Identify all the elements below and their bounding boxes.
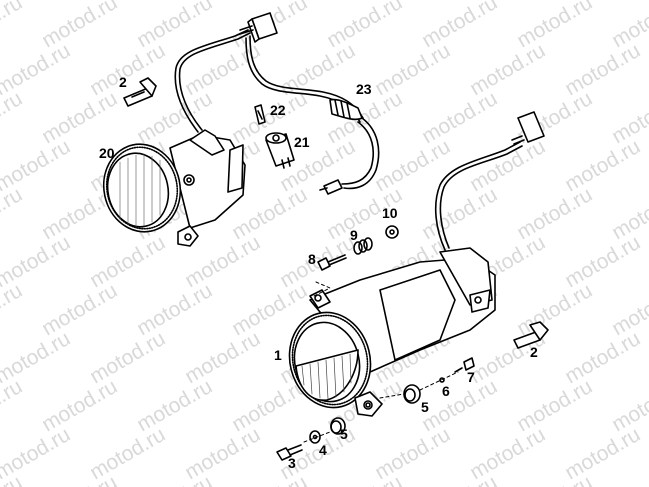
part-label-23: 23 (356, 81, 372, 97)
fog-lamp-left-drawing (102, 129, 246, 247)
bulb-right-drawing (513, 321, 549, 349)
part-label-6: 6 (442, 383, 450, 399)
indicator-bulb-drawing (254, 104, 266, 125)
left-connector (239, 12, 278, 43)
part-label-5-lower: 5 (340, 426, 348, 442)
mounting-hardware-drawing (276, 357, 475, 461)
adjuster-parts-drawing (313, 225, 399, 297)
bulb-left-drawing (123, 77, 157, 107)
bulb-holder-drawing (265, 132, 295, 169)
part-label-8: 8 (308, 251, 316, 267)
part-label-10: 10 (382, 205, 398, 221)
part-label-3: 3 (288, 455, 296, 471)
part-label-20: 20 (99, 145, 115, 161)
part-label-1: 1 (274, 347, 282, 363)
fog-lamp-right-drawing (288, 247, 496, 417)
part-label-2-left: 2 (119, 74, 127, 90)
part-label-21: 21 (294, 134, 310, 150)
right-lamp-cable (434, 111, 545, 251)
part-label-5-upper: 5 (421, 399, 429, 415)
part-label-9: 9 (350, 227, 358, 243)
wiring-harness-23 (319, 98, 380, 195)
part-label-22: 22 (270, 102, 286, 118)
part-label-2-right: 2 (530, 344, 538, 360)
part-label-4: 4 (319, 442, 327, 458)
part-label-7: 7 (467, 369, 475, 385)
